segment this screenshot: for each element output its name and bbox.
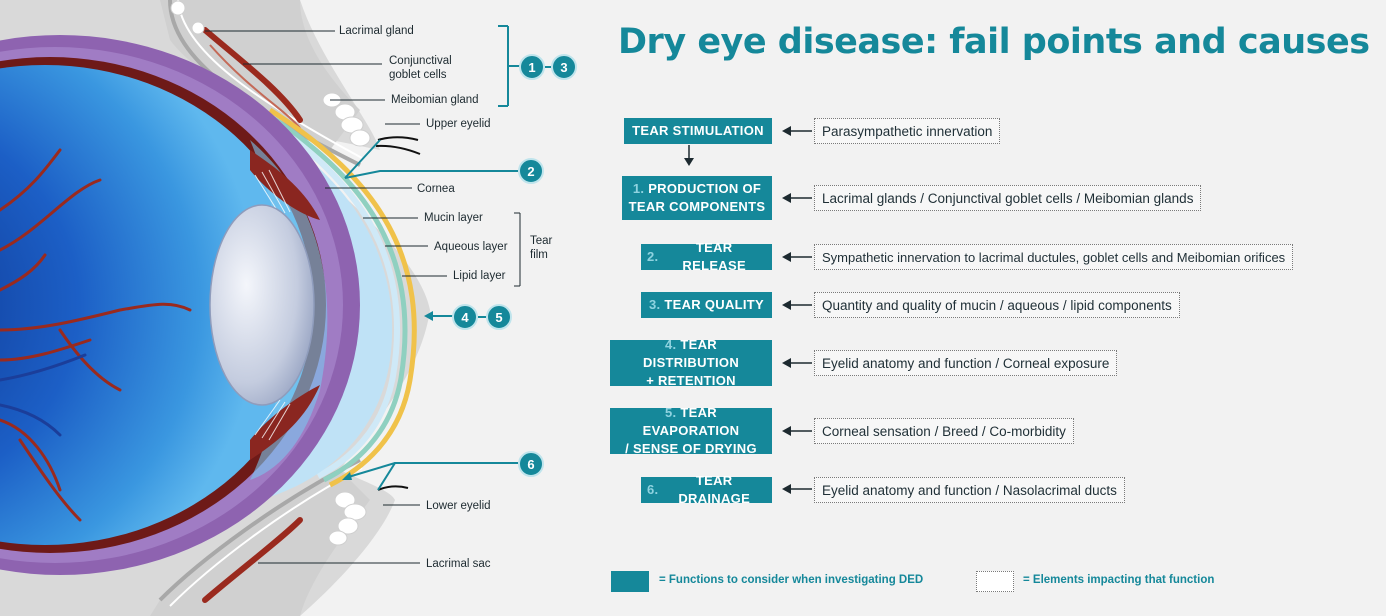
function-text: TEAR EVAPORATION: [642, 405, 740, 438]
label-tear-film-1: Tear: [530, 235, 553, 247]
label-lacrimal-sac: Lacrimal sac: [426, 558, 491, 570]
function-num: 6.: [647, 482, 659, 497]
function-text-2: TEAR COMPONENTS: [628, 199, 766, 214]
function-text: PRODUCTION OF: [648, 181, 762, 196]
cause-quality: Quantity and quality of mucin / aqueous …: [814, 292, 1180, 318]
function-tear-quality: 3. TEAR QUALITY: [641, 292, 772, 318]
label-mucin-layer: Mucin layer: [424, 212, 483, 224]
label-upper-eyelid: Upper eyelid: [426, 118, 491, 130]
label-meibomian-gland: Meibomian gland: [391, 94, 479, 106]
badge-4: 4: [452, 304, 478, 330]
function-text: TEAR DISTRIBUTION: [642, 337, 740, 370]
label-aqueous-layer: Aqueous layer: [434, 241, 508, 253]
label-lower-eyelid: Lower eyelid: [426, 500, 491, 512]
cause-drainage: Eyelid anatomy and function / Nasolacrim…: [814, 477, 1125, 503]
page-title: Dry eye disease: fail points and causes: [618, 22, 1370, 62]
function-text: TEAR DRAINAGE: [678, 473, 751, 506]
function-tear-stimulation: TEAR STIMULATION: [624, 118, 772, 144]
label-conjunctival-goblet-1: Conjunctival: [389, 55, 452, 67]
function-text: TEAR RELEASE: [682, 240, 746, 273]
function-text: TEAR STIMULATION: [632, 123, 764, 138]
cause-evaporation: Corneal sensation / Breed / Co-morbidity: [814, 418, 1074, 444]
function-production: 1. PRODUCTION OF TEAR COMPONENTS: [622, 176, 772, 220]
legend-functions-text: = Functions to consider when investigati…: [659, 574, 924, 586]
flow-arrows: [684, 126, 812, 494]
badge-connectors: [478, 66, 551, 318]
cause-distribution: Eyelid anatomy and function / Corneal ex…: [814, 350, 1118, 376]
label-lipid-layer: Lipid layer: [453, 270, 506, 282]
legend-elements-swatch: [976, 571, 1014, 592]
function-tear-release: 2. TEAR RELEASE: [641, 240, 772, 273]
function-num: 2.: [647, 249, 659, 264]
badge-3: 3: [551, 54, 577, 80]
function-num: 1.: [632, 181, 645, 196]
badge-1: 1: [519, 54, 545, 80]
cause-stimulation: Parasympathetic innervation: [814, 118, 1001, 144]
eye-cross-section-illustration: [0, 0, 430, 616]
label-cornea: Cornea: [417, 183, 455, 195]
label-tear-film-2: film: [530, 249, 548, 261]
function-tear-evaporation: 5. TEAR EVAPORATION / SENSE OF DRYING: [610, 405, 772, 456]
function-text-2: + RETENTION: [646, 373, 736, 388]
label-conjunctival-goblet-2: goblet cells: [389, 69, 447, 81]
badge-6: 6: [518, 451, 544, 477]
function-tear-distribution: 4. TEAR DISTRIBUTION + RETENTION: [610, 337, 772, 388]
function-tear-drainage: 6. TEAR DRAINAGE: [641, 473, 772, 506]
function-text-2: / SENSE OF DRYING: [625, 441, 757, 456]
cause-release: Sympathetic innervation to lacrimal duct…: [814, 244, 1294, 270]
function-text: TEAR QUALITY: [664, 297, 765, 312]
badge-2: 2: [518, 158, 544, 184]
function-num: 3.: [648, 297, 661, 312]
cause-production: Lacrimal glands / Conjunctival goblet ce…: [814, 185, 1202, 211]
function-num: 5.: [665, 405, 677, 420]
function-num: 4.: [665, 337, 677, 352]
legend-elements-text: = Elements impacting that function: [1023, 574, 1215, 586]
legend-functions-swatch: [611, 571, 649, 592]
anatomy-leader-lines: [205, 25, 521, 564]
label-lacrimal-gland: Lacrimal gland: [339, 25, 414, 37]
badge-5: 5: [486, 304, 512, 330]
